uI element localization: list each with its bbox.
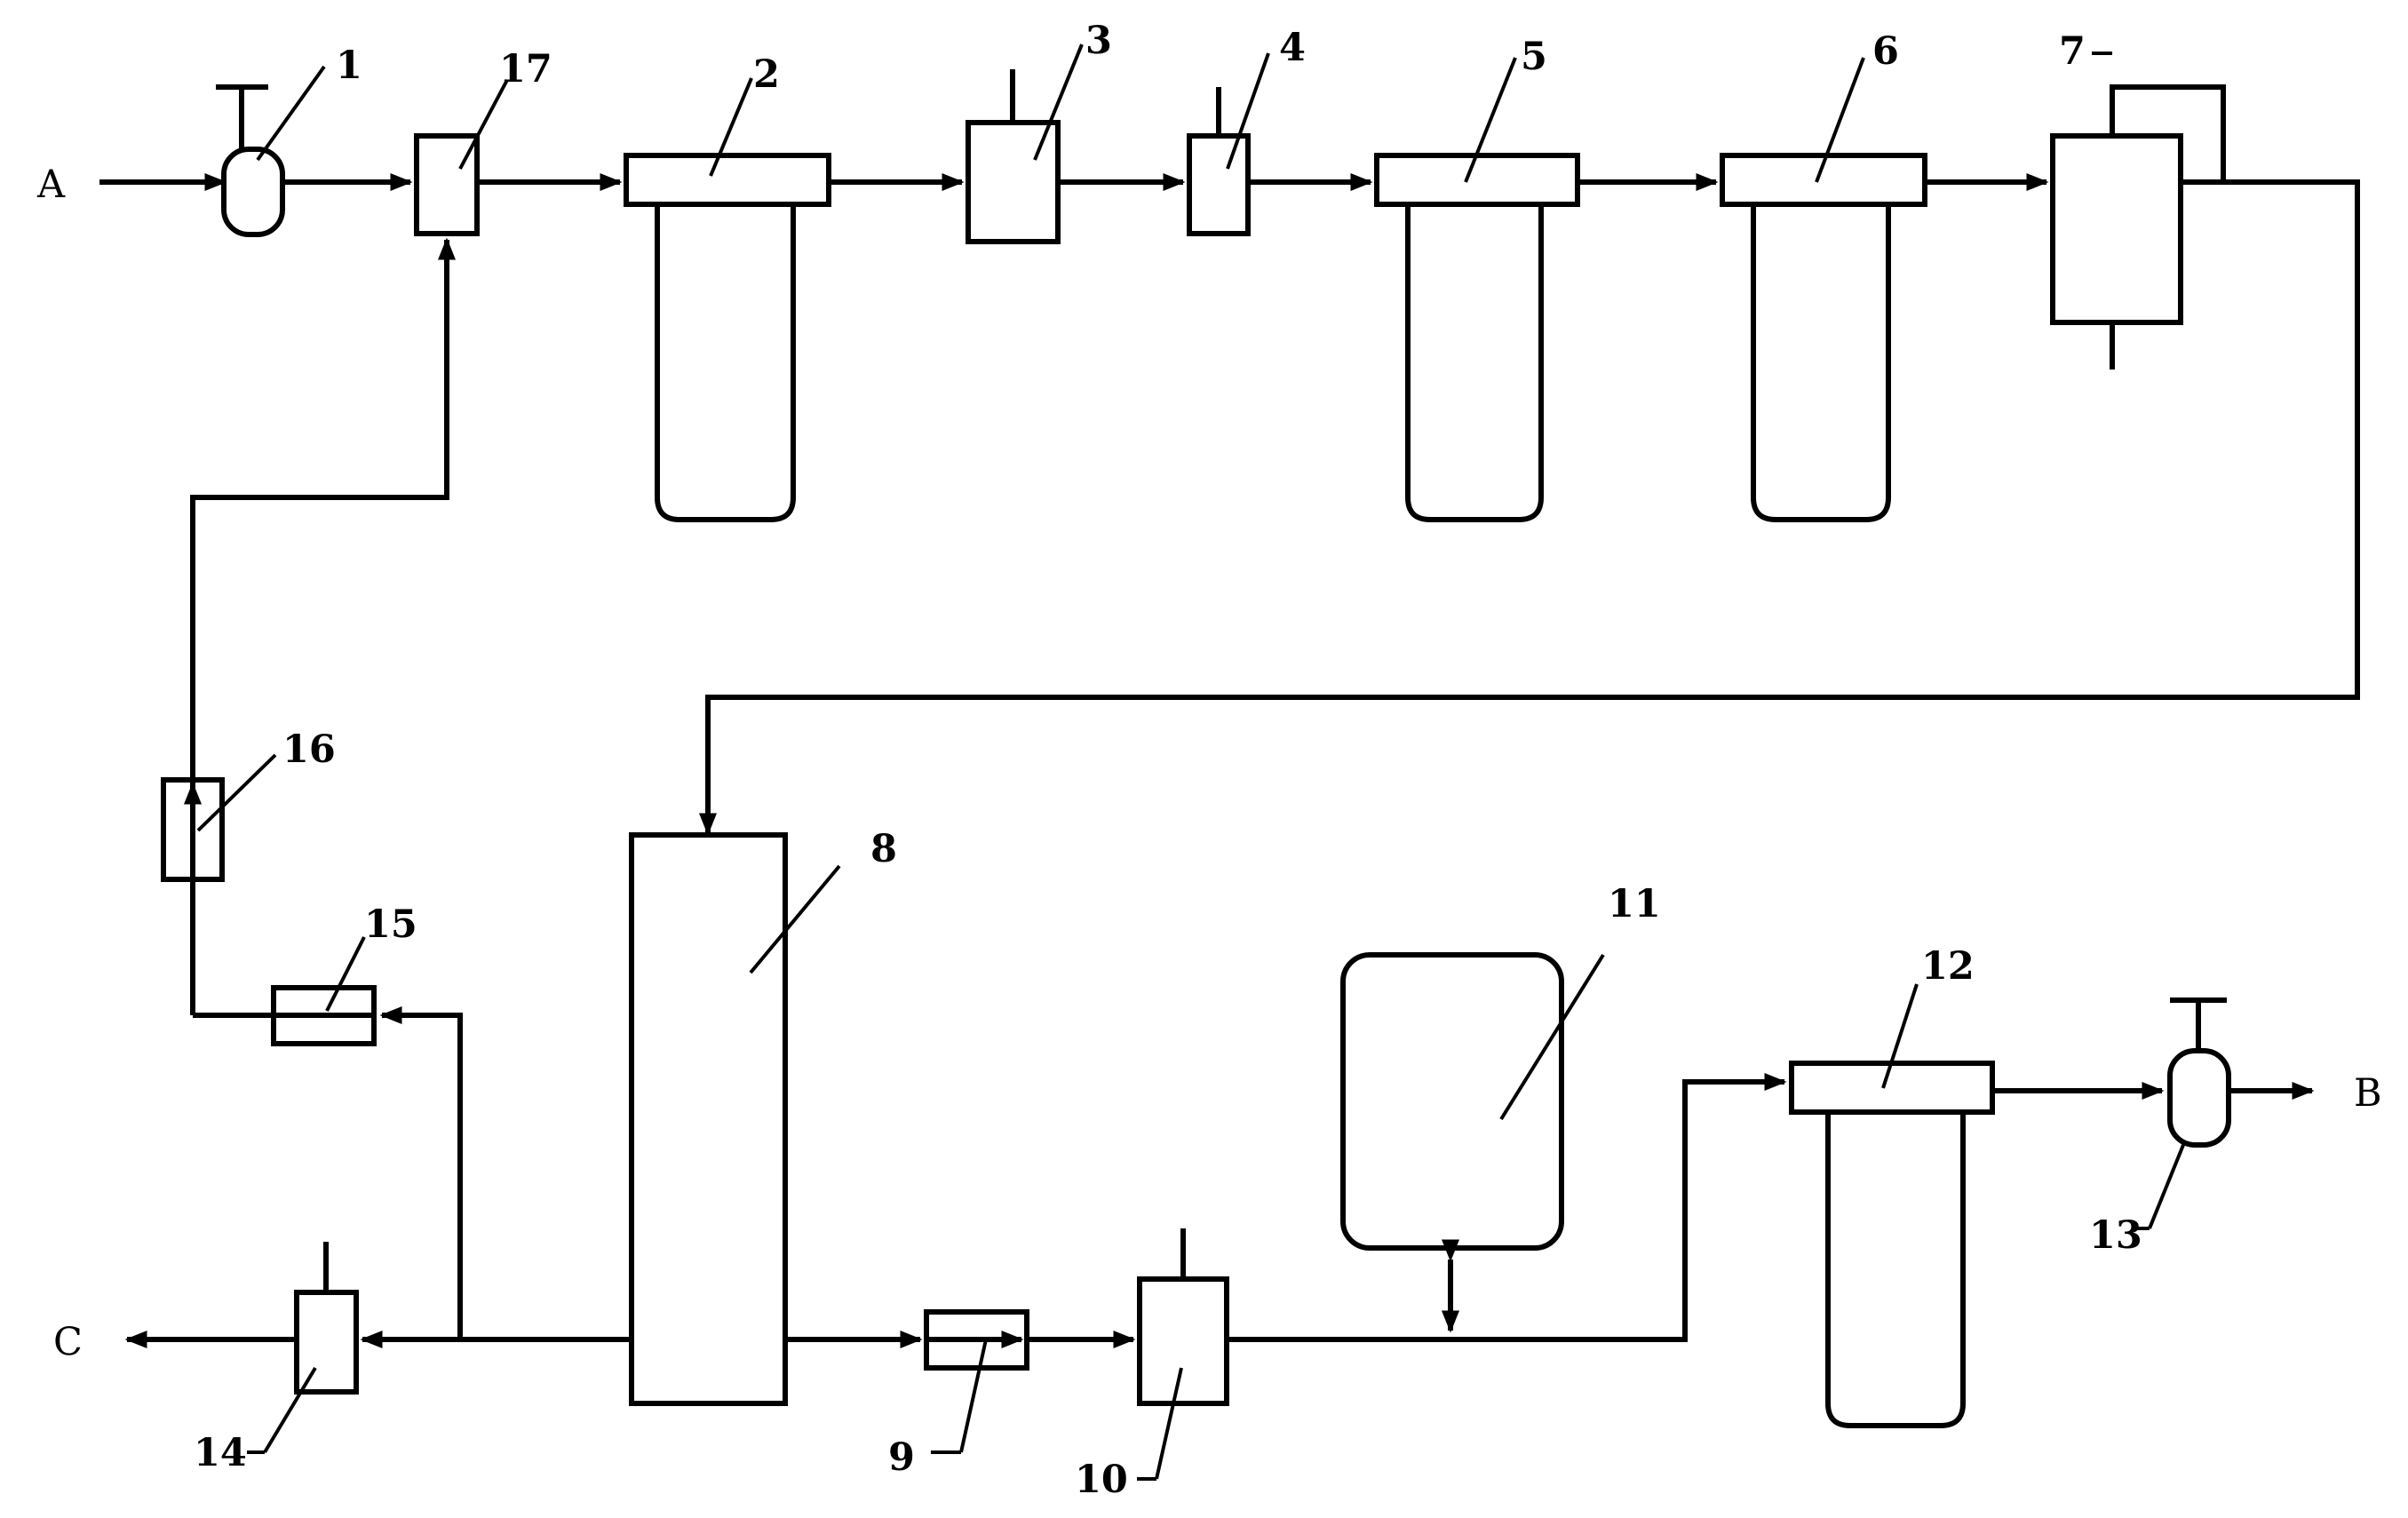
unit-10 — [1137, 1228, 1229, 1406]
unit-9 — [924, 1309, 1029, 1371]
endpoint-a: A — [36, 163, 66, 207]
label-7: 7 — [2059, 29, 2086, 74]
flowmeter-16 — [161, 777, 225, 882]
label-8: 8 — [870, 827, 897, 871]
endpoint-b: B — [2354, 1071, 2382, 1116]
label-3: 3 — [1085, 19, 1112, 63]
filter-6 — [1720, 153, 1927, 522]
label-1: 1 — [336, 44, 362, 88]
label-4: 4 — [1279, 26, 1306, 70]
column-8 — [629, 832, 788, 1406]
pipe-7-to-8 — [698, 179, 2360, 836]
label-13: 13 — [2089, 1213, 2142, 1258]
pipe-16-to-17 — [190, 237, 457, 879]
valve-1 — [216, 84, 285, 237]
label-16: 16 — [282, 727, 336, 772]
filter-12 — [1789, 1061, 1995, 1428]
filter-2 — [624, 153, 831, 522]
valve-13 — [2167, 997, 2231, 1148]
unit-7 — [2050, 84, 2226, 370]
label-6: 6 — [1872, 29, 1899, 74]
label-12: 12 — [1921, 944, 1975, 989]
pipe-10-to-12 — [1227, 1072, 1787, 1342]
label-2: 2 — [753, 52, 780, 97]
tank-11 — [1340, 952, 1564, 1251]
unit-14 — [294, 1242, 359, 1395]
label-14: 14 — [194, 1431, 247, 1475]
label-15: 15 — [364, 902, 417, 947]
unit-4 — [1187, 87, 1251, 236]
unit-3 — [966, 69, 1061, 244]
label-11: 11 — [1608, 882, 1661, 926]
filter-5 — [1374, 153, 1580, 522]
label-5: 5 — [1521, 35, 1547, 79]
label-17: 17 — [499, 47, 552, 91]
pipe-branch-to-15 — [379, 1005, 463, 1339]
label-9: 9 — [888, 1435, 915, 1480]
label-10: 10 — [1075, 1458, 1128, 1502]
endpoint-c: C — [53, 1320, 83, 1364]
